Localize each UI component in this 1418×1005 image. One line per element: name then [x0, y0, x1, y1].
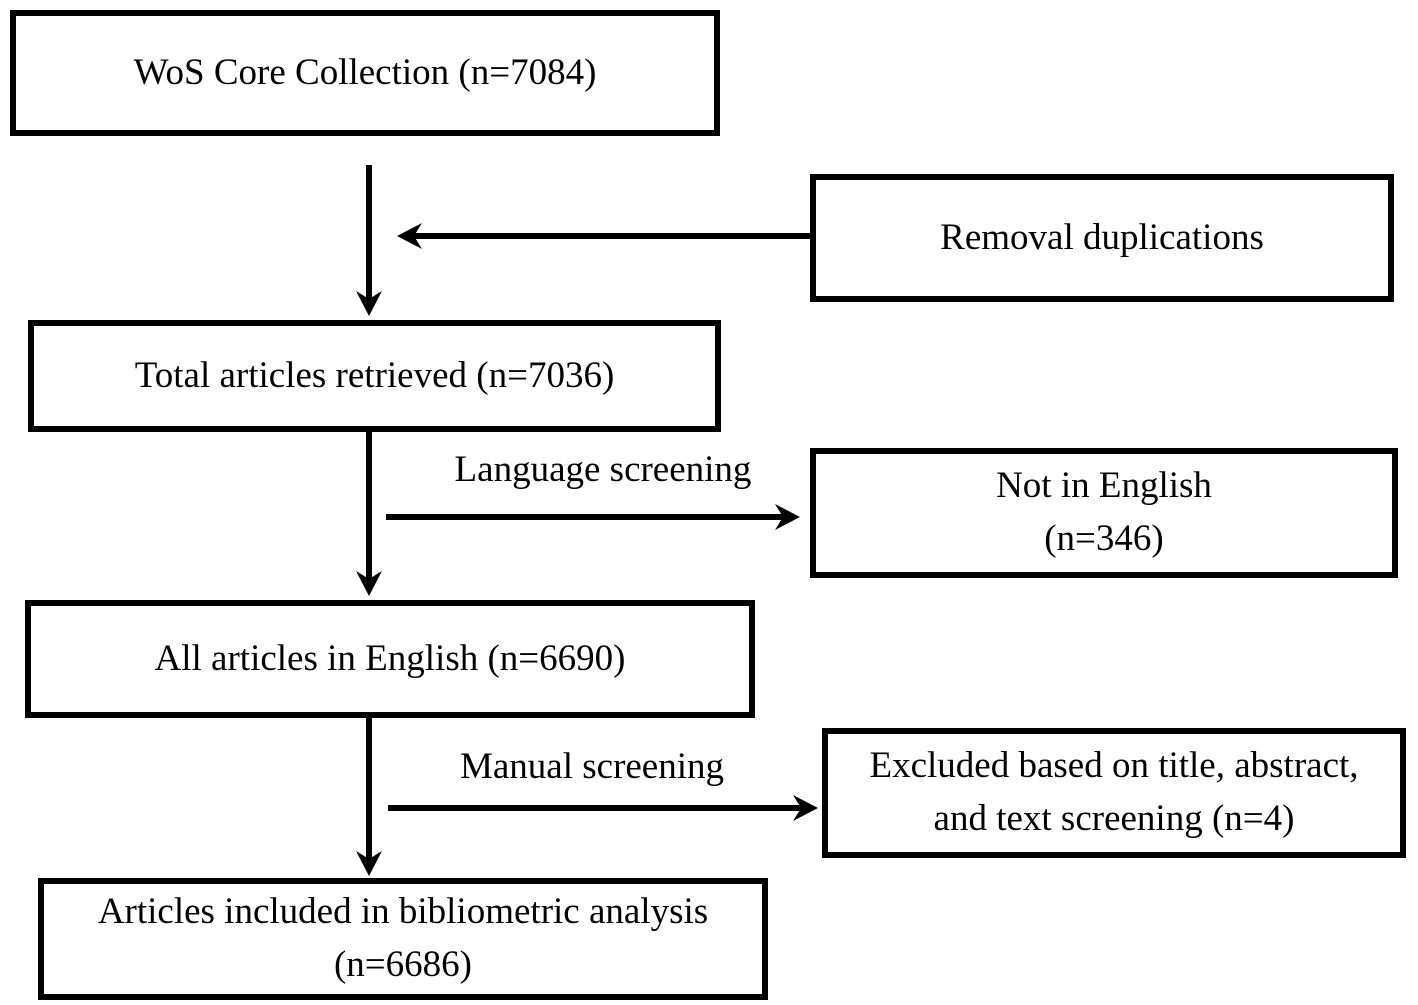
node-total-articles-retrieved: Total articles retrieved (n=7036) [28, 320, 721, 432]
arrow-wos-to-total-head [356, 291, 382, 316]
arrow-english-to-included-head [356, 851, 382, 876]
node-not-in-english: Not in English (n=346) [810, 448, 1398, 578]
arrow-language-head [775, 504, 800, 530]
node-articles-included-line1: Articles included in bibliometric analys… [97, 891, 709, 933]
node-wos-core-collection: WoS Core Collection (n=7084) [10, 10, 720, 136]
node-excluded-articles-line2: and text screening (n=4) [933, 798, 1295, 839]
node-excluded-articles: Excluded based on title, abstract, and t… [822, 728, 1406, 858]
arrow-total-to-english-head [356, 571, 382, 596]
arrow-manual-head [793, 795, 818, 821]
node-all-articles-in-english: All articles in English (n=6690) [25, 600, 755, 718]
node-articles-included-line2: (n=6686) [333, 944, 472, 985]
node-all-articles-in-english-label: All articles in English (n=6690) [154, 637, 626, 679]
node-total-articles-retrieved-label: Total articles retrieved (n=7036) [134, 354, 615, 396]
node-removal-duplications-label: Removal duplications [940, 216, 1264, 258]
node-not-in-english-line1: Not in English [996, 465, 1212, 507]
arrow-removal-head [397, 223, 422, 249]
edge-label-manual-screening: Manual screening [459, 746, 725, 787]
edge-label-language-screening: Language screening [454, 449, 752, 490]
node-excluded-articles-line1: Excluded based on title, abstract, [869, 745, 1359, 787]
node-removal-duplications: Removal duplications [810, 174, 1394, 302]
node-wos-core-collection-label: WoS Core Collection (n=7084) [133, 51, 597, 93]
node-articles-included: Articles included in bibliometric analys… [38, 878, 768, 1000]
node-not-in-english-line2: (n=346) [1044, 518, 1164, 559]
